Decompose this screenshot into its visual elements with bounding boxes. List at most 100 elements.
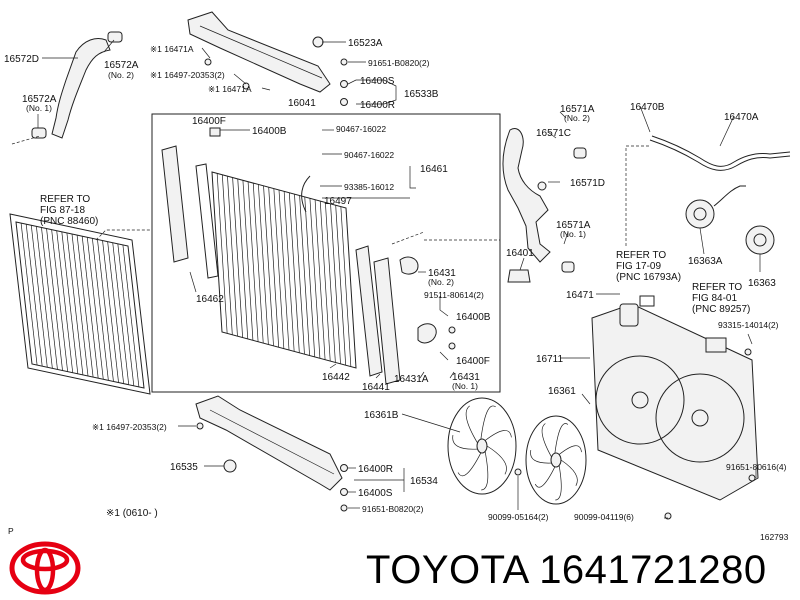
label-16400s-bot: 16400S	[358, 488, 393, 499]
label-16400f-b: 16400F	[456, 356, 490, 367]
ref-fig-84-01-line2: FIG 84-01	[692, 293, 737, 304]
label-16361: 16361	[548, 386, 576, 397]
label-91511-80614: 91511-80614(2)	[424, 290, 484, 300]
label-16571a-no1-note: (No. 1)	[560, 229, 586, 239]
label-91651-b0820-top: 91651-B0820(2)	[368, 58, 430, 68]
bushing-16535-icon	[223, 459, 237, 473]
grommet-16400s-icon	[340, 80, 348, 88]
label-x1-16497-a: ※1 16497-20353(2)	[150, 70, 225, 80]
ref-fig-84-01-line3: (PNC 89257)	[692, 304, 750, 315]
label-16431-no2: 16431	[428, 268, 456, 279]
label-x1-16497-b: ※1 16497-20353(2)	[92, 422, 167, 432]
cap-16400f-icon	[209, 127, 221, 137]
label-16441: 16441	[362, 382, 390, 393]
bolt-icon	[448, 342, 456, 350]
label-90099-04119: 90099-04119(6)	[574, 512, 634, 522]
bolt-icon	[340, 504, 348, 512]
ref-fig-17-09-line1: REFER TO	[616, 250, 666, 261]
label-16471: 16471	[566, 290, 594, 301]
wire-16470a-icon	[651, 135, 791, 167]
ref-fig-87-18-line2: FIG 87-18	[40, 205, 85, 216]
bolt-icon	[664, 512, 672, 520]
label-16497: 16497	[324, 196, 352, 207]
label-90099-05164: 90099-05164(2)	[488, 512, 549, 522]
drain-cock-16400b-icon	[417, 323, 437, 344]
fan-motor-16363-icon	[745, 225, 775, 255]
label-16572a-no2: 16572A	[104, 60, 139, 71]
label-16462: 16462	[196, 294, 224, 305]
radiator-right-tank-icon	[355, 245, 419, 385]
label-93315-14014: 93315-14014(2)	[718, 320, 779, 330]
clamp-16571d-icon	[537, 181, 547, 191]
clamp-16571a-icon	[573, 147, 587, 159]
bolt-icon	[196, 422, 204, 430]
label-16572a-no1-note: (No. 1)	[26, 103, 52, 113]
label-16431-no1-note: (No. 1)	[452, 381, 478, 391]
ref-fig-84-01-line1: REFER TO	[692, 282, 742, 293]
label-16571a-no2-note: (No. 2)	[564, 113, 590, 123]
bolt-icon	[340, 58, 348, 66]
label-16534: 16534	[410, 476, 438, 487]
condenser-icon	[9, 213, 151, 395]
label-16572a-no2-note: (No. 2)	[108, 70, 134, 80]
label-91651-b0820-bot: 91651-B0820(2)	[362, 504, 424, 514]
label-16431-no1: 16431	[452, 372, 480, 383]
lower-support-16534-icon	[195, 395, 343, 491]
brand-name: TOYOTA	[366, 548, 528, 592]
label-16535: 16535	[170, 462, 198, 473]
label-16361b: 16361B	[364, 410, 399, 421]
ref-fig-87-18-line1: REFER TO	[40, 194, 90, 205]
label-16470b: 16470B	[630, 102, 665, 113]
label-16571a-no1: 16571A	[556, 220, 591, 231]
bolt-icon	[242, 82, 250, 90]
upper-hose-16572d-icon	[51, 38, 111, 139]
figure-code: 162793	[760, 532, 789, 542]
label-16523a: 16523A	[348, 38, 383, 49]
label-x1-16471a-b: ※1 16471A	[208, 84, 252, 94]
nut-16523a-icon	[312, 36, 324, 48]
label-16571c: 16571C	[536, 128, 571, 139]
fan-16361b-icon	[447, 397, 517, 495]
radiator-cap-16401-icon	[507, 269, 531, 283]
footnote-x1: ※1 (0610- )	[106, 508, 158, 519]
p-mark: P	[8, 526, 14, 536]
leader-lines	[11, 39, 761, 519]
label-16442: 16442	[322, 372, 350, 383]
radiator-left-tank-icon	[161, 145, 219, 279]
label-16571a-no2: 16571A	[560, 104, 595, 115]
label-16400r-bot: 16400R	[358, 464, 393, 475]
bolt-icon	[204, 58, 212, 66]
clamp-16571a-lower-icon	[561, 261, 575, 273]
label-16572d: 16572D	[4, 54, 39, 65]
upper-support-16533b-icon	[187, 11, 331, 93]
fan-16361-icon	[525, 415, 587, 505]
label-16400f-a: 16400F	[192, 116, 226, 127]
grommet-16400s-lower-icon	[340, 488, 348, 496]
label-16401: 16401	[506, 248, 534, 259]
hose-clamp-no2-icon	[107, 31, 123, 43]
label-16431-no2-note: (No. 2)	[428, 277, 454, 287]
label-91651-80616: 91651-80616(4)	[726, 462, 787, 472]
label-16363a: 16363A	[688, 256, 723, 267]
part-drawings	[9, 11, 791, 520]
label-16470a: 16470A	[724, 112, 759, 123]
fan-shroud-16711-icon	[591, 303, 759, 501]
label-16400r-top: 16400R	[360, 100, 395, 111]
ref-fig-17-09-line2: FIG 17-09	[616, 261, 661, 272]
radiator-subassembly-frame	[151, 113, 501, 393]
label-16533b: 16533B	[404, 89, 439, 100]
label-16400s-top: 16400S	[360, 76, 395, 87]
part-number: 1641721280	[539, 548, 767, 592]
ref-fig-87-18-line3: (PNC 88460)	[40, 216, 98, 227]
toyota-logo-icon	[9, 541, 81, 595]
fan-motor-16363a-icon	[685, 185, 746, 229]
label-16041: 16041	[288, 98, 316, 109]
label-16363: 16363	[748, 278, 776, 289]
label-16400b-b: 16400B	[456, 312, 491, 323]
lower-hose-16571c-icon	[502, 128, 551, 263]
bolt-icon	[514, 468, 522, 476]
grommet-16400r-icon	[340, 98, 348, 106]
bolt-icon	[744, 348, 752, 356]
label-16461: 16461	[420, 164, 448, 175]
